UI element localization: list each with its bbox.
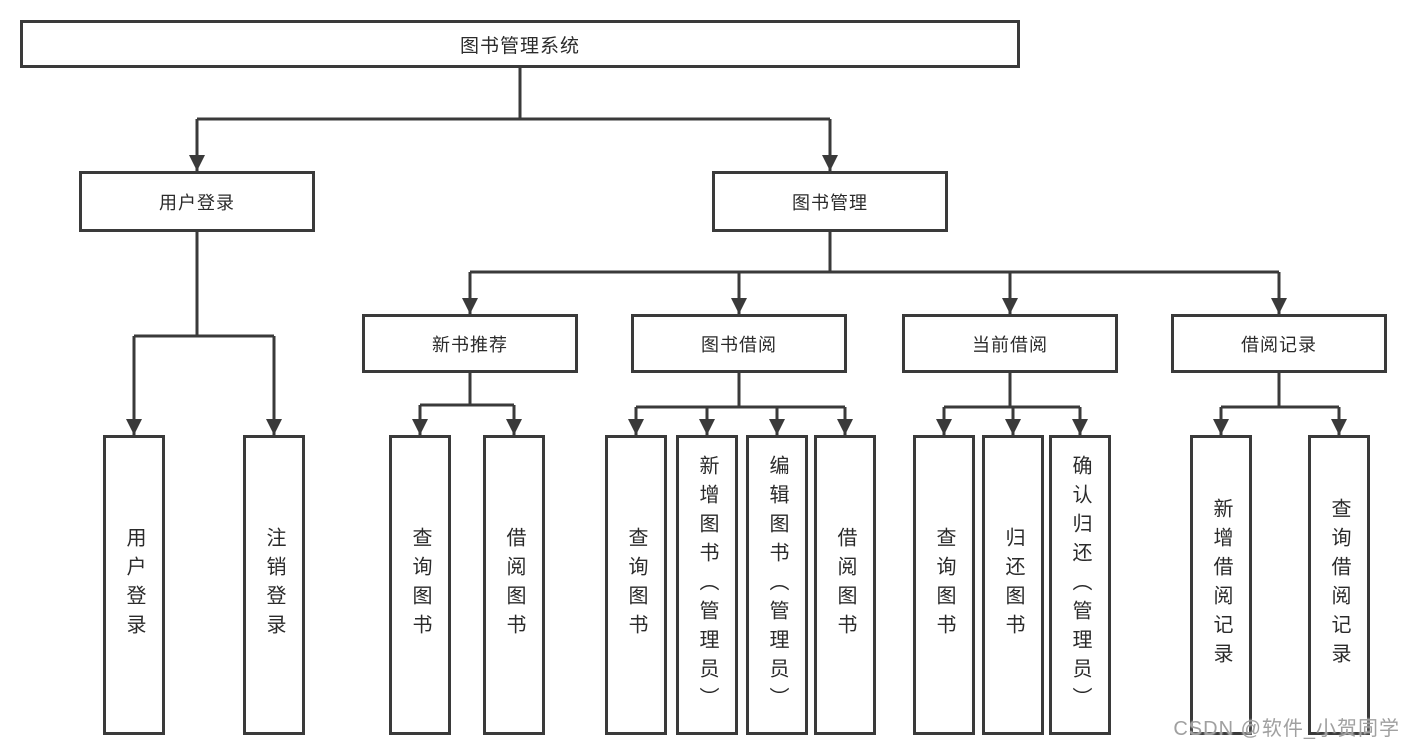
leaf-add-borrow-record: 新增借阅记录 xyxy=(1190,435,1252,735)
node-label: 图书管理系统 xyxy=(459,35,580,57)
leaf-label: 注销登录 xyxy=(263,527,285,643)
node-library-management-system: 图书管理系统 xyxy=(20,20,1020,68)
node-label: 用户登录 xyxy=(159,192,235,213)
leaf-borrow-books: 借阅图书 xyxy=(814,435,876,735)
leaf-label: 查询借阅记录 xyxy=(1328,498,1350,672)
node-label: 当前借阅 xyxy=(972,334,1048,355)
leaf-label: 查询图书 xyxy=(933,527,955,643)
leaf-query-books-current: 查询图书 xyxy=(913,435,975,735)
leaf-borrow-books-recommend: 借阅图书 xyxy=(483,435,545,735)
leaf-label: 编辑图书（管理员） xyxy=(766,454,788,716)
leaf-confirm-return-admin: 确认归还（管理员） xyxy=(1049,435,1111,735)
leaf-label: 用户登录 xyxy=(123,527,145,643)
leaf-edit-book-admin: 编辑图书（管理员） xyxy=(746,435,808,735)
node-label: 图书借阅 xyxy=(701,334,777,355)
leaf-query-books-recommend: 查询图书 xyxy=(389,435,451,735)
node-label: 图书管理 xyxy=(792,192,868,213)
leaf-label: 借阅图书 xyxy=(503,527,525,643)
node-book-borrowing: 图书借阅 xyxy=(631,314,847,373)
node-new-book-recommendation: 新书推荐 xyxy=(362,314,578,373)
leaf-label: 确认归还（管理员） xyxy=(1069,454,1091,716)
leaf-query-books-borrowing: 查询图书 xyxy=(605,435,667,735)
leaf-label: 查询图书 xyxy=(625,527,647,643)
leaf-label: 新增借阅记录 xyxy=(1210,498,1232,672)
leaf-label: 新增图书（管理员） xyxy=(696,454,718,716)
leaf-return-books: 归还图书 xyxy=(982,435,1044,735)
leaf-query-borrow-record: 查询借阅记录 xyxy=(1308,435,1370,735)
leaf-label: 借阅图书 xyxy=(834,527,856,643)
leaf-label: 查询图书 xyxy=(409,527,431,643)
leaf-user-login: 用户登录 xyxy=(103,435,165,735)
node-book-management: 图书管理 xyxy=(712,171,948,232)
node-current-borrowing: 当前借阅 xyxy=(902,314,1118,373)
leaf-label: 归还图书 xyxy=(1002,527,1024,643)
node-borrowing-records: 借阅记录 xyxy=(1171,314,1387,373)
leaf-logout: 注销登录 xyxy=(243,435,305,735)
node-user-login: 用户登录 xyxy=(79,171,315,232)
leaf-add-book-admin: 新增图书（管理员） xyxy=(676,435,738,735)
node-label: 借阅记录 xyxy=(1241,334,1317,355)
node-label: 新书推荐 xyxy=(432,334,508,355)
